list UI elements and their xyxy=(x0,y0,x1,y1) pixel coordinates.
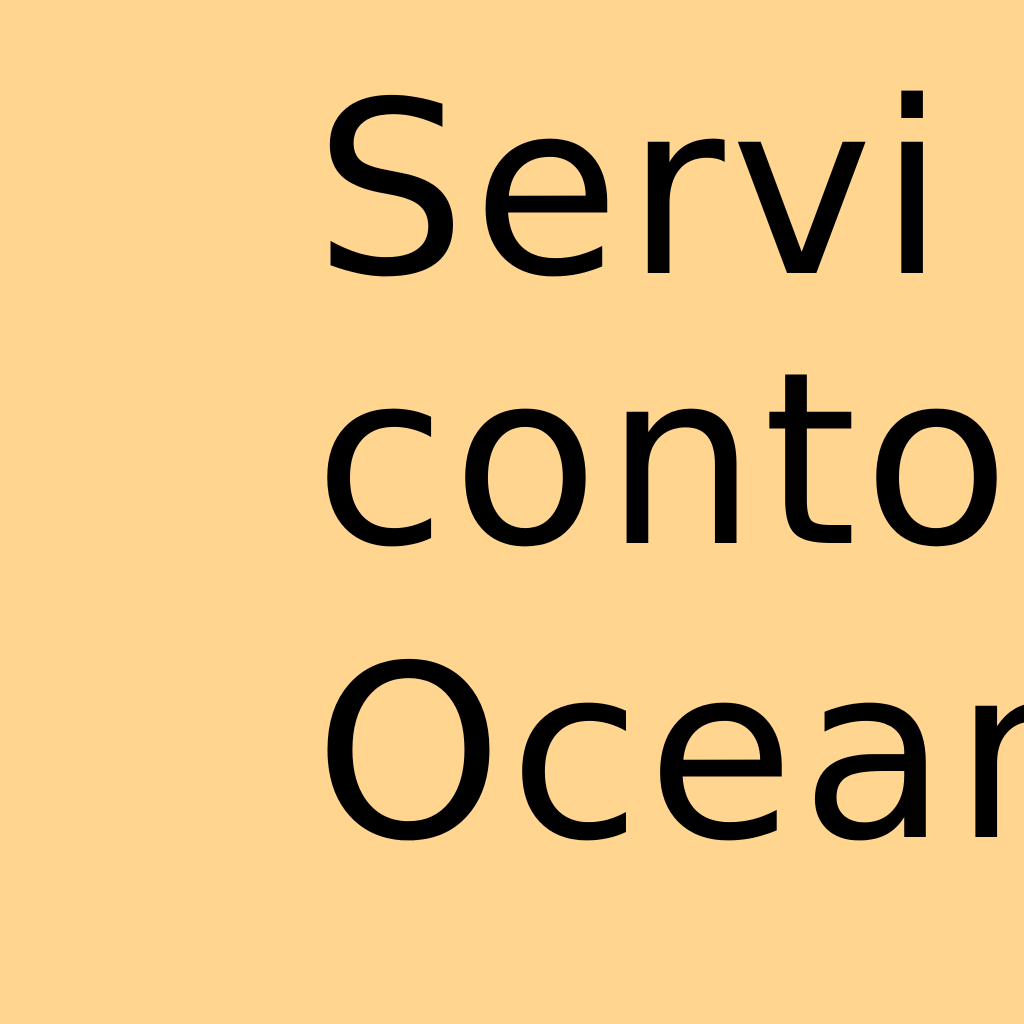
text-line-services: Servi xyxy=(314,50,952,330)
text-line-contour: contou xyxy=(314,320,1024,600)
text-line-ocean: Ocean xyxy=(314,614,1024,894)
